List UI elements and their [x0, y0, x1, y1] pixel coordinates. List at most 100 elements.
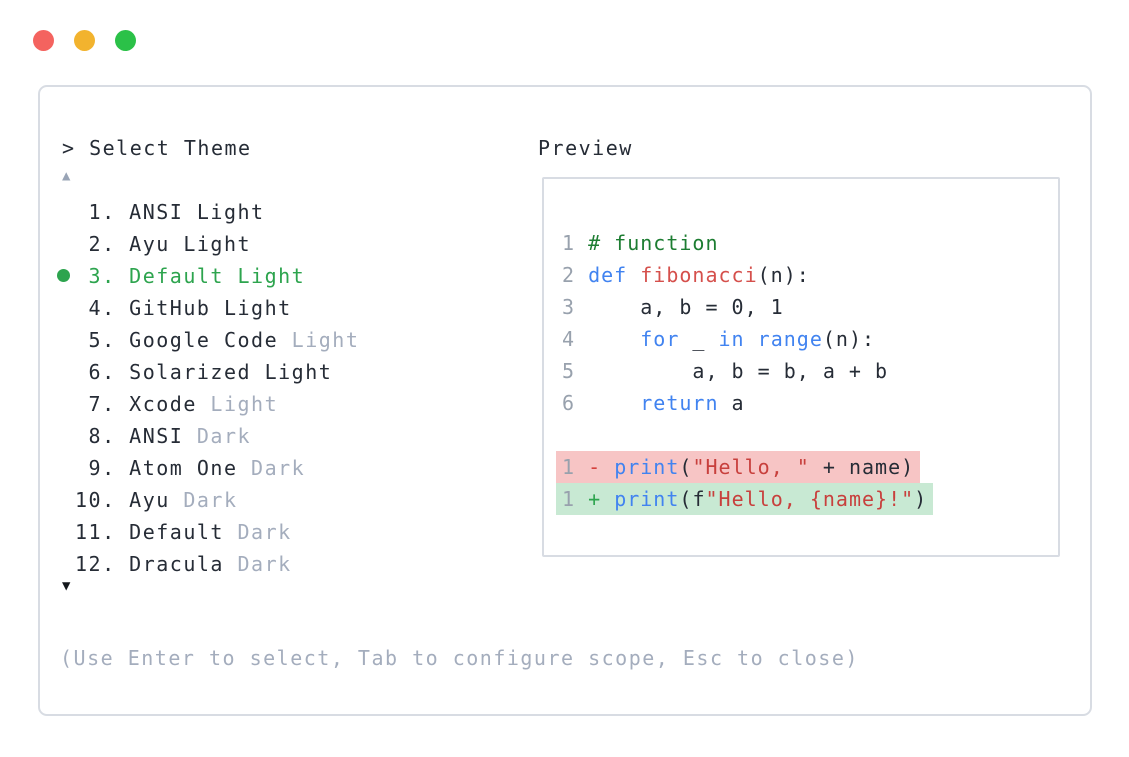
theme-list-item[interactable]: 9. Atom One Dark	[75, 452, 359, 484]
theme-item-number: 9.	[75, 456, 130, 480]
code-token: )	[914, 487, 928, 511]
theme-item-variant: Dark	[169, 488, 238, 512]
picker-title: Select Theme	[89, 136, 252, 160]
code-line: 1 + print(f"Hello, {name}!")	[556, 483, 934, 515]
theme-picker-panel: > Select Theme ▲ 1. ANSI Light 2. Ayu Li…	[38, 85, 1092, 716]
code-token: for	[640, 327, 680, 351]
code-token: -	[588, 455, 602, 479]
selected-bullet-icon	[57, 269, 70, 282]
theme-item-name: Google Code	[129, 328, 279, 352]
code-token: (n):	[822, 327, 876, 351]
theme-list-item[interactable]: 10. Ayu Dark	[75, 484, 359, 516]
code-token: a, b = 0, 1	[588, 295, 784, 319]
scroll-down-icon[interactable]: ▼	[62, 578, 71, 594]
theme-item-number: 6.	[75, 360, 130, 384]
theme-list-item[interactable]: 2. Ayu Light	[75, 228, 359, 260]
code-token	[588, 327, 640, 351]
theme-item-name: Ayu	[129, 488, 170, 512]
theme-list-item[interactable]: 5. Google Code Light	[75, 324, 359, 356]
code-line-content: 5 a, b = b, a + b	[562, 355, 888, 387]
theme-item-name: ANSI	[129, 424, 184, 448]
line-number: 2	[562, 263, 576, 287]
theme-item-variant: Light	[278, 328, 360, 352]
code-token: + name)	[809, 455, 915, 479]
theme-item-number: 3.	[75, 264, 130, 288]
code-line: 5 a, b = b, a + b	[562, 355, 933, 387]
code-token: "Hello, {name}!"	[705, 487, 915, 511]
theme-item-variant: Dark	[237, 456, 306, 480]
preview-label: Preview	[538, 136, 633, 160]
diff-added-line: 1 + print(f"Hello, {name}!")	[556, 483, 934, 515]
code-token: # function	[588, 231, 719, 255]
code-token: print	[614, 455, 680, 479]
code-line: 6 return a	[562, 387, 933, 419]
theme-item-name: Atom One	[129, 456, 238, 480]
code-line: 1 # function	[562, 227, 933, 259]
window-controls	[33, 30, 136, 51]
theme-item-number: 4.	[75, 296, 130, 320]
theme-item-name: Dracula	[129, 552, 224, 576]
theme-list-item[interactable]: 6. Solarized Light	[75, 356, 359, 388]
line-number: 4	[562, 327, 576, 351]
theme-item-number: 5.	[75, 328, 130, 352]
theme-item-name: Default Light	[129, 264, 306, 288]
theme-item-variant: Dark	[223, 552, 292, 576]
code-token	[745, 327, 758, 351]
code-line: 2 def fibonacci(n):	[562, 259, 933, 291]
theme-item-number: 8.	[75, 424, 130, 448]
code-token: (	[679, 455, 693, 479]
theme-item-name: Xcode	[129, 392, 197, 416]
code-line: 3 a, b = 0, 1	[562, 291, 933, 323]
code-line-content: 6 return a	[562, 387, 745, 419]
code-token: fibonacci	[640, 263, 758, 287]
line-number: 6	[562, 391, 576, 415]
code-token: (f	[679, 487, 706, 511]
theme-item-number: 12.	[75, 552, 130, 576]
line-number: 1	[562, 487, 576, 511]
zoom-window-button[interactable]	[115, 30, 136, 51]
theme-list-item[interactable]: 3. Default Light	[57, 260, 359, 292]
code-token: in	[718, 327, 745, 351]
theme-item-number: 10.	[75, 488, 130, 512]
code-line: 4 for _ in range(n):	[562, 323, 933, 355]
code-token: (n):	[757, 263, 810, 287]
code-token	[601, 487, 614, 511]
theme-list: 1. ANSI Light 2. Ayu Light 3. Default Li…	[57, 196, 359, 580]
theme-item-name: Ayu Light	[129, 232, 252, 256]
theme-item-number: 7.	[75, 392, 130, 416]
code-token: "Hello, "	[692, 455, 810, 479]
close-window-button[interactable]	[33, 30, 54, 51]
code-token: print	[614, 487, 680, 511]
code-token: +	[588, 487, 602, 511]
code-line	[562, 419, 933, 451]
theme-list-item[interactable]: 8. ANSI Dark	[75, 420, 359, 452]
theme-list-item[interactable]: 7. Xcode Light	[75, 388, 359, 420]
code-token	[627, 263, 640, 287]
minimize-window-button[interactable]	[74, 30, 95, 51]
prompt-caret: >	[62, 136, 76, 160]
theme-item-number: 11.	[75, 520, 130, 544]
code-token	[588, 391, 640, 415]
theme-item-number: 1.	[75, 200, 130, 224]
prompt-line: > Select Theme	[62, 132, 252, 164]
code-token: _	[679, 327, 719, 351]
theme-list-item[interactable]: 4. GitHub Light	[75, 292, 359, 324]
code-line-content: 1 # function	[562, 227, 719, 259]
scroll-up-icon[interactable]: ▲	[62, 168, 71, 184]
theme-list-item[interactable]: 12. Dracula Dark	[75, 548, 359, 580]
theme-list-item[interactable]: 1. ANSI Light	[75, 196, 359, 228]
help-text: (Use Enter to select, Tab to configure s…	[60, 646, 859, 670]
theme-item-number: 2.	[75, 232, 130, 256]
theme-item-name: Default	[129, 520, 224, 544]
theme-item-variant: Dark	[183, 424, 252, 448]
theme-list-item[interactable]: 11. Default Dark	[75, 516, 359, 548]
code-token	[601, 455, 614, 479]
diff-removed-line: 1 - print("Hello, " + name)	[556, 451, 921, 483]
line-number: 1	[562, 231, 576, 255]
code-token: a, b = b, a + b	[588, 359, 889, 383]
code-line-content: 3 a, b = 0, 1	[562, 291, 784, 323]
code-line-content: 4 for _ in range(n):	[562, 323, 875, 355]
